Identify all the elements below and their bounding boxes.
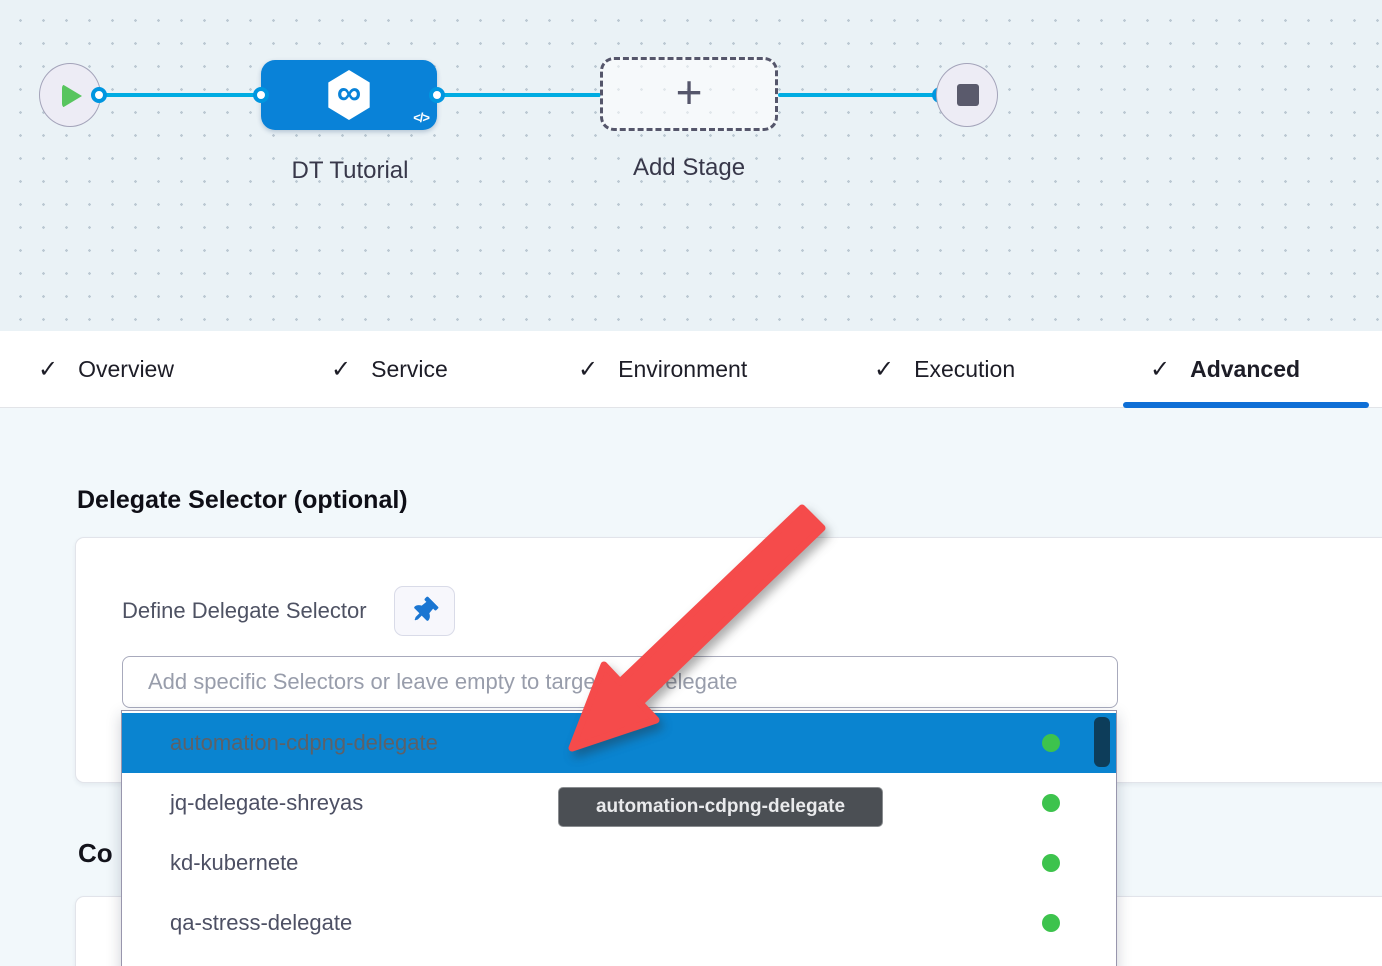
dropdown-item-kd-kubernete[interactable]: kd-kubernete xyxy=(122,833,1116,893)
pipeline-start-node xyxy=(39,63,101,127)
status-connected-dot xyxy=(1042,914,1060,932)
delegate-selector-heading: Delegate Selector (optional) xyxy=(77,486,408,514)
status-connected-dot xyxy=(1042,734,1060,752)
status-connected-dot xyxy=(1042,794,1060,812)
checkmark-icon: ✓ xyxy=(578,355,599,383)
play-icon xyxy=(62,84,82,108)
edge-stage-to-addstage xyxy=(437,93,601,97)
edge-addstage-to-end xyxy=(778,93,942,97)
active-tab-underline xyxy=(1123,402,1369,408)
pin-button[interactable] xyxy=(393,586,455,636)
checkmark-icon: ✓ xyxy=(874,355,895,383)
dropdown-item-qa-stress-delegate[interactable]: qa-stress-delegate xyxy=(122,893,1116,953)
delegate-tooltip: automation-cdpng-delegate xyxy=(558,787,883,827)
dropdown-scrollbar-thumb[interactable] xyxy=(1094,717,1110,767)
plus-icon: + xyxy=(675,66,703,118)
connector-port xyxy=(429,87,445,103)
tab-label: Execution xyxy=(914,355,1016,382)
stop-icon xyxy=(957,84,979,106)
pin-icon xyxy=(414,596,439,621)
stage-name-label: DT Tutorial xyxy=(291,157,409,184)
add-stage-button[interactable]: + xyxy=(600,57,778,131)
delegate-selector-input[interactable] xyxy=(122,656,1118,708)
pipeline-end-node xyxy=(936,63,998,127)
add-stage-label: Add Stage xyxy=(632,154,746,181)
tab-label: Environment xyxy=(618,355,748,382)
tab-label: Service xyxy=(371,355,448,382)
tab-environment[interactable]: ✓ Environment xyxy=(578,331,747,407)
code-icon: </> xyxy=(413,110,430,125)
next-section-heading-partial: Co xyxy=(78,838,113,868)
checkmark-icon: ✓ xyxy=(331,355,352,383)
define-delegate-selector-label: Define Delegate Selector xyxy=(122,598,367,623)
tab-overview[interactable]: ✓ Overview xyxy=(38,331,174,407)
tab-label: Advanced xyxy=(1190,355,1301,382)
tab-advanced[interactable]: ✓ Advanced xyxy=(1150,331,1300,407)
dropdown-item-automation-cdpng-delegate[interactable]: automation-cdpng-delegate xyxy=(122,713,1116,773)
tab-label: Overview xyxy=(78,355,174,382)
connector-port xyxy=(253,87,269,103)
advanced-tab-panel: Delegate Selector (optional) Define Dele… xyxy=(0,408,1382,966)
stage-tabbar: ✓ Overview ✓ Service ✓ Environment ✓ Exe… xyxy=(0,331,1382,408)
connector-port xyxy=(91,87,107,103)
checkmark-icon: ✓ xyxy=(38,355,59,383)
harness-logo-icon: ∞ xyxy=(328,70,370,120)
status-connected-dot xyxy=(1042,854,1060,872)
stage-node-dt-tutorial[interactable]: ∞ </> xyxy=(261,60,437,130)
checkmark-icon: ✓ xyxy=(1150,355,1171,383)
tab-execution[interactable]: ✓ Execution xyxy=(874,331,1015,407)
dropdown-item-jq-delegate-shreyas[interactable]: jq-delegate-shreyas xyxy=(122,773,1116,833)
tab-service[interactable]: ✓ Service xyxy=(331,331,448,407)
edge-start-to-stage xyxy=(99,93,263,97)
pipeline-canvas[interactable]: ∞ </> DT Tutorial + Add Stage xyxy=(0,0,1382,331)
delegate-dropdown: automation-cdpng-delegate jq-delegate-sh… xyxy=(121,710,1117,966)
